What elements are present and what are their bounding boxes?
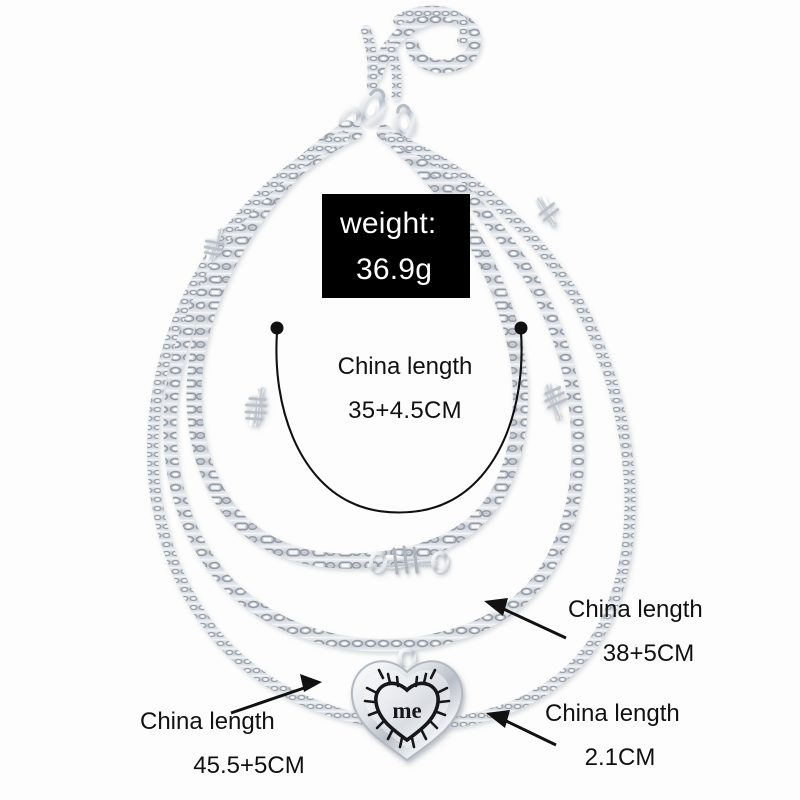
chain-strand-long xyxy=(147,130,636,731)
annotation-value-38cm: 38+5CM xyxy=(602,640,695,667)
weight-value: 36.9g xyxy=(356,253,433,286)
barbed-wire-charm-left-lower xyxy=(244,387,268,428)
weight-label: weight: xyxy=(340,207,437,240)
barbed-wire-charm-right-lower xyxy=(544,382,568,420)
annotation-value-21cm: 2.1CM xyxy=(584,744,656,771)
weight-callout-box: weight: 36.9g xyxy=(322,194,470,298)
annotation-label-38cm: China length 38+5CM xyxy=(568,588,743,676)
pendant-engraving: me xyxy=(392,698,421,723)
annotation-label-35cm: China length 35+4.5CM xyxy=(320,345,490,433)
annotation-label-21cm: China length 2.1CM xyxy=(545,692,725,780)
barbed-wire-charm-center xyxy=(369,545,449,575)
annotation-value-35cm: 35+4.5CM xyxy=(348,397,462,424)
arrow-marker-38cm xyxy=(484,598,567,640)
annotation-title-35cm: China length xyxy=(337,353,473,380)
annotation-title-21cm: China length xyxy=(545,700,680,727)
barbed-wire-charm-right-upper xyxy=(537,195,560,227)
annotation-label-455cm: China length 45.5+5CM xyxy=(140,700,350,788)
barbed-wire-charm-left-upper xyxy=(203,228,225,264)
heart-pendant: me xyxy=(350,648,464,762)
annotation-title-455cm: China length xyxy=(140,708,275,735)
clasp-and-extender-group xyxy=(338,5,482,138)
chain-strand-medium xyxy=(163,125,585,652)
annotation-title-38cm: China length xyxy=(568,596,703,623)
annotation-value-455cm: 45.5+5CM xyxy=(193,752,305,779)
